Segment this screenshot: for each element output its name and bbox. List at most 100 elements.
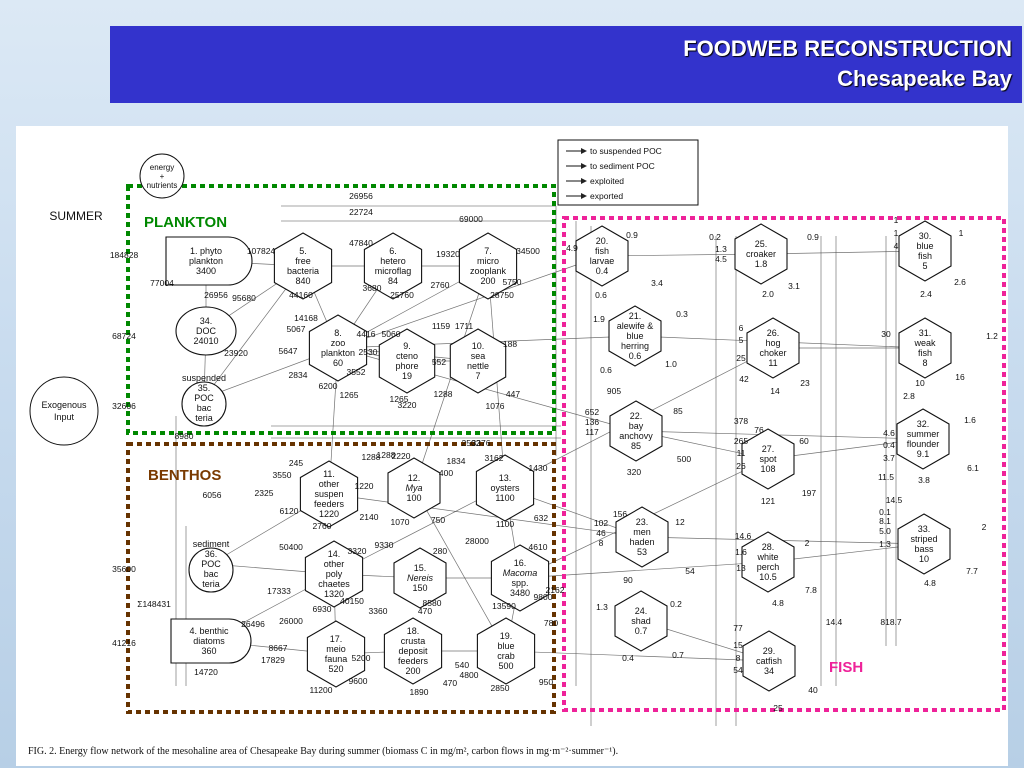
flow-value: 0.9 [807,232,819,242]
flow-value: 10 [915,378,925,388]
flow-value: 17333 [267,586,291,596]
flow-value: 1.3 [596,602,608,612]
flow-value: 14 [770,386,780,396]
node-shape [898,220,952,282]
node-label: 24010 [193,336,218,346]
flow-value: 2162 [546,585,565,595]
flow-value: 76 [754,425,764,435]
flow-value: 26956 [349,191,373,201]
flow-value: 23 [800,378,810,388]
flow-value: 2530 [359,347,378,357]
node-shape [608,305,662,367]
flow-value: 2850 [491,683,510,693]
node-label: Nereis [407,573,434,583]
flow-value: 6056 [203,490,222,500]
flow-value: 1288 [362,452,381,462]
node-shape [458,232,518,300]
flow-value: 540 [455,660,469,670]
slide-subtitle: Chesapeake Bay [837,66,1012,91]
flow-value: 25760 [390,290,414,300]
node-label: feeders [398,656,429,666]
node-label: 28. [762,542,775,552]
flow-edge [328,493,643,539]
flow-value: 26956 [204,290,228,300]
node-label: bass [914,544,934,554]
node-label: 1.8 [755,259,768,269]
flow-value: 905 [607,386,621,396]
node-label: hetero [380,256,406,266]
flow-value: 121 [761,496,775,506]
node-label: hog [765,338,780,348]
flow-value: 245 [289,458,303,468]
node-label: 17. [330,634,343,644]
node-label: bay [629,421,644,431]
node-shape [490,544,550,612]
flow-value: 1711 [455,321,474,331]
flow-value: 11200 [309,685,332,695]
flow-value: 17829 [261,655,285,665]
node-label: 36. [205,549,218,559]
flow-value: 1100 [496,519,515,529]
flow-value: 15 [733,640,743,650]
flow-value: 4416 [357,329,376,339]
node-label: 1220 [319,509,339,519]
flow-value: 28000 [465,536,489,546]
flow-value: 184828 [110,250,139,260]
flow-value: 4.6 [883,428,895,438]
flow-value: 42 [739,374,749,384]
flow-value: 0.7 [672,650,684,660]
flow-value: 8.1 [879,516,891,526]
flow-value: 25 [773,703,783,713]
node-label: poly [326,569,343,579]
node-label: blue [626,331,643,341]
node-label: POC [201,559,221,569]
fish-label: FISH [829,659,863,676]
flow-value: 1834 [447,456,466,466]
legend-entry: to sediment POC [590,161,655,171]
flow-value: 1890 [410,687,429,697]
node-label: 1320 [324,589,344,599]
flow-value: 14.4 [826,617,843,627]
flow-value: 3552 [347,367,366,377]
flow-value: 77004 [150,278,174,288]
node-shape [575,225,629,287]
node-label: 12. [408,473,421,483]
legend-entry: exploited [590,176,624,186]
node-label: croaker [746,249,776,259]
flow-value: 265 [734,436,748,446]
node-label: blue [916,241,933,251]
flow-value: 1.0 [665,359,677,369]
node-label: 8. [334,328,342,338]
node-shape [306,620,366,688]
flow-value: 8980 [175,431,194,441]
flow-value: 1159 [432,321,451,331]
node-label: 4. benthic [189,626,229,636]
flow-value: 0.3 [676,309,688,319]
plankton-region [126,184,556,435]
flow-value: 0.2 [709,232,721,242]
flow-value: 4.8 [772,598,784,608]
flow-value: 23920 [224,348,248,358]
node-label: fish [918,251,932,261]
node-label: 30. [919,231,932,241]
flow-value: 5200 [352,653,371,663]
flow-value: 35600 [112,564,136,574]
flow-value: 0.4 [622,653,634,663]
flow-value: 0.6 [595,290,607,300]
node-label: feeders [314,499,345,509]
node-shape [896,408,950,470]
node-label: sediment [193,539,230,549]
node-label: 7. [484,246,492,256]
